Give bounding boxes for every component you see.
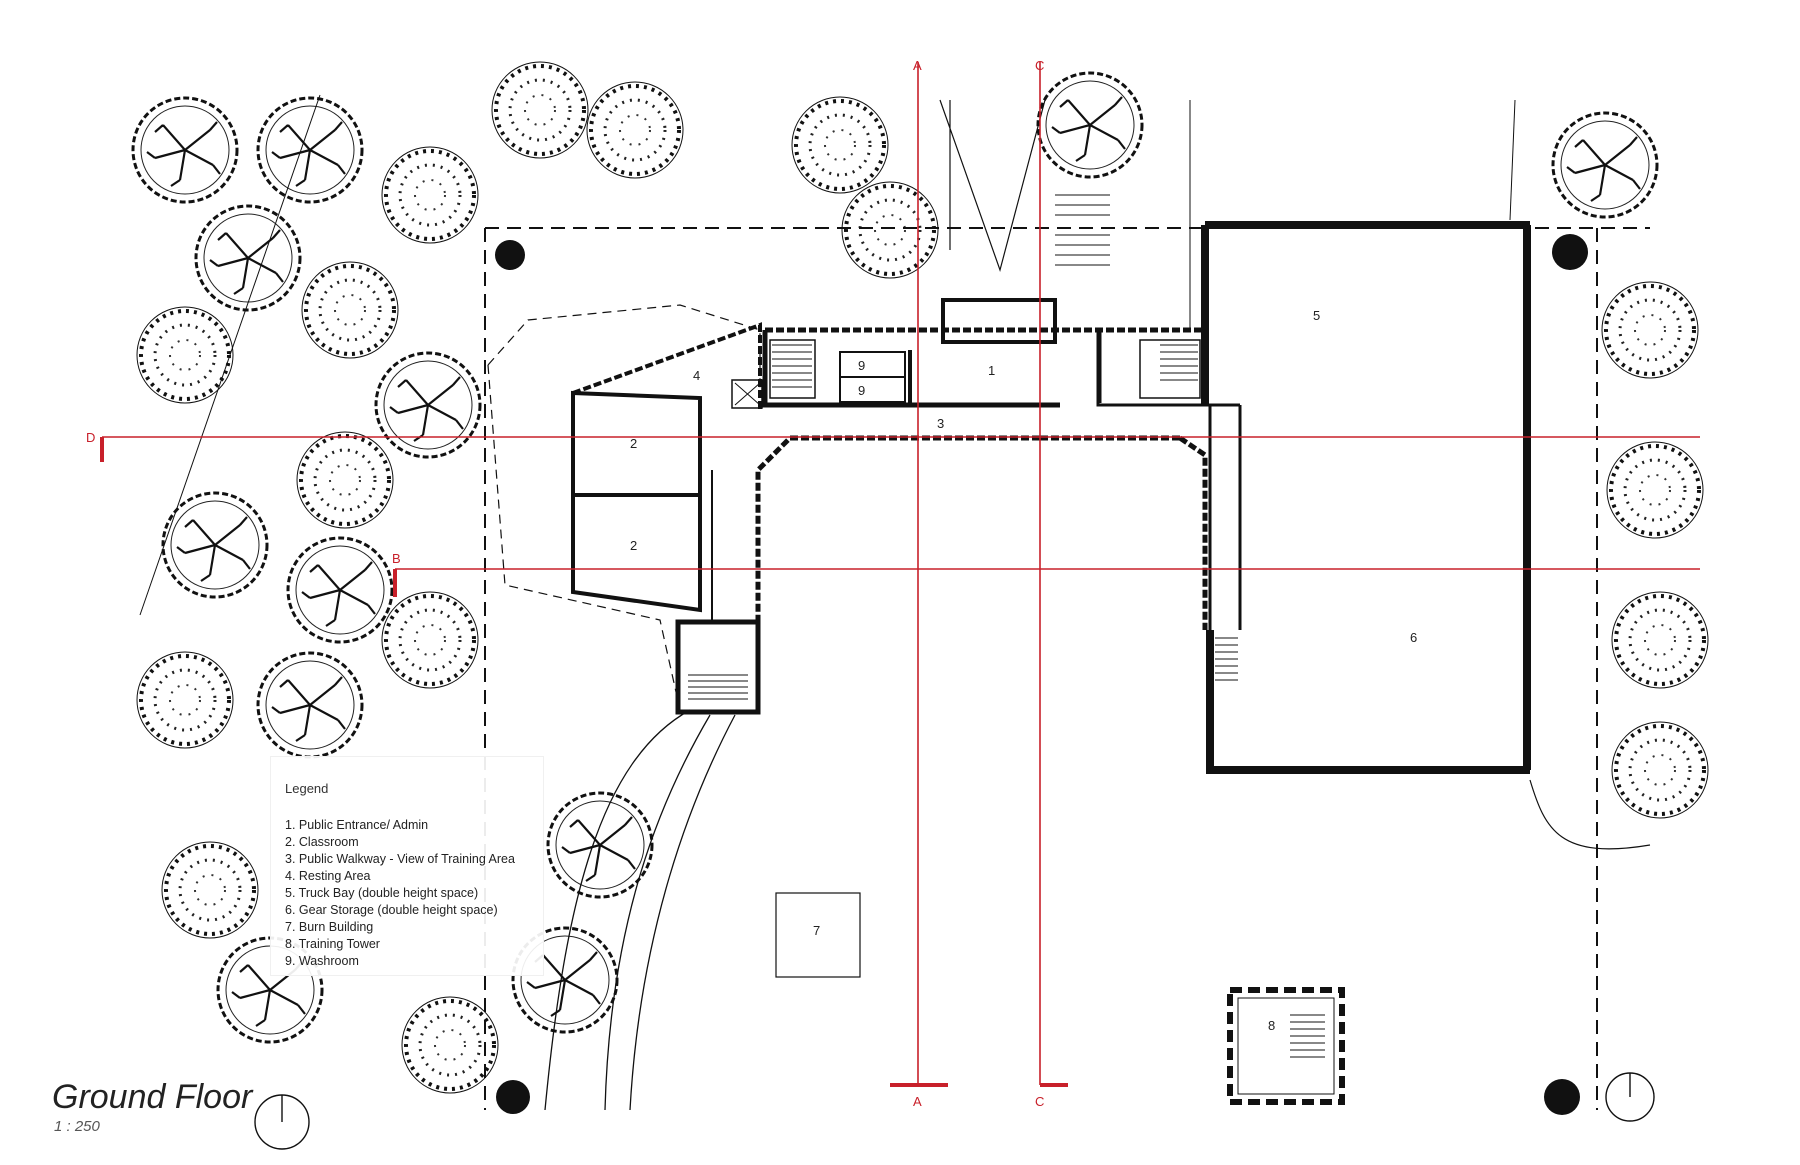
room-6-label: 6	[1410, 630, 1417, 645]
section-b: B	[392, 551, 401, 566]
section-c-bottom: C	[1035, 1094, 1044, 1109]
legend-list: 1. Public Entrance/ Admin 2. Classroom 3…	[285, 817, 515, 970]
legend-panel: Legend 1. Public Entrance/ Admin 2. Clas…	[270, 756, 544, 976]
stair-treads	[688, 194, 1325, 1058]
legend-item: 9. Washroom	[285, 954, 359, 968]
legend-item: 1. Public Entrance/ Admin	[285, 818, 429, 832]
room-9b-label: 9	[858, 383, 865, 398]
section-lines	[100, 62, 1700, 1087]
legend-item: 7. Burn Building	[285, 920, 374, 934]
room-8-label: 8	[1268, 1018, 1275, 1033]
section-labels: A C A C D B	[86, 58, 1044, 1109]
drawing-scale: 1 : 250	[54, 1118, 100, 1135]
section-d: D	[86, 430, 95, 445]
legend-item: 2. Classroom	[285, 835, 359, 849]
room-labels: 1 2 2 3 4 5 6 7 8 9 9	[630, 308, 1417, 1033]
section-a-bottom: A	[913, 1094, 922, 1109]
north-arrow-icon	[1605, 1072, 1655, 1122]
legend-item: 5. Truck Bay (double height space)	[285, 886, 479, 900]
room-2b-label: 2	[630, 538, 637, 553]
legend-item: 8. Training Tower	[285, 937, 380, 951]
drawing-title: Ground Floor	[52, 1078, 253, 1116]
building-walls	[571, 221, 1531, 1105]
section-c-top: C	[1035, 58, 1044, 73]
legend-item: 3. Public Walkway - View of Training Are…	[285, 852, 515, 866]
legend-item: 4. Resting Area	[285, 869, 371, 883]
north-arrow-icon	[254, 1094, 310, 1150]
corner-columns	[495, 234, 1588, 1115]
section-a-top: A	[913, 58, 922, 73]
room-2a-label: 2	[630, 436, 637, 451]
room-5-label: 5	[1313, 308, 1320, 323]
room-4-label: 4	[693, 368, 700, 383]
room-3-label: 3	[937, 416, 944, 431]
room-9a-label: 9	[858, 358, 865, 373]
legend-item: 6. Gear Storage (double height space)	[285, 903, 498, 917]
legend-title: Legend	[285, 781, 329, 796]
room-1-label: 1	[988, 363, 995, 378]
room-7-label: 7	[813, 923, 820, 938]
